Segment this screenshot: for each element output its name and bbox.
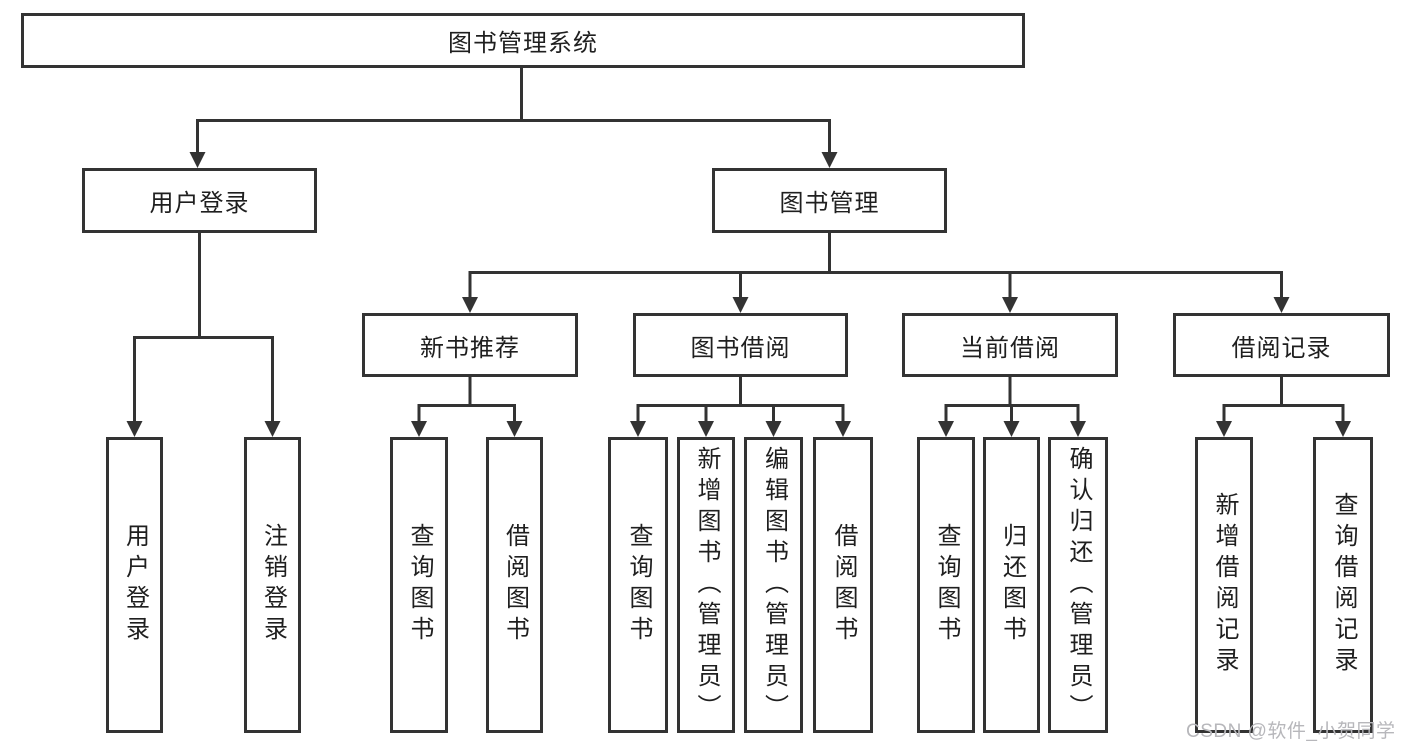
node-book-management: 图书管理 <box>712 168 947 233</box>
arrowhead-icon <box>698 421 714 437</box>
arrowhead-icon <box>1002 297 1018 313</box>
node-borrow-books-leaf: 借阅图书 <box>813 437 873 733</box>
csdn-watermark: CSDN @软件_小贺同学 <box>1186 721 1396 742</box>
arrowhead-icon <box>1216 421 1232 437</box>
arrowhead-icon <box>1070 421 1086 437</box>
arrowhead-icon <box>732 297 749 313</box>
node-edit-books-admin: 编辑图书（管理员） <box>744 437 803 733</box>
connector-book-management-to-level3 <box>462 232 1290 313</box>
connector-new-book-recommend-leaves <box>411 376 523 437</box>
connector-user-login-branch <box>126 232 281 437</box>
arrowhead-icon <box>1273 297 1290 313</box>
arrowhead-icon <box>264 421 281 437</box>
node-add-borrow-record: 新增借阅记录 <box>1195 437 1253 733</box>
node-library-management-system: 图书管理系统 <box>21 13 1025 68</box>
node-add-books-admin: 新增图书（管理员） <box>677 437 735 733</box>
node-user-login: 用户登录 <box>82 168 317 233</box>
node-return-books: 归还图书 <box>983 437 1040 733</box>
connector-borrowing-records-leaves <box>1216 376 1351 437</box>
node-user-login-leaf: 用户登录 <box>106 437 163 733</box>
arrowhead-icon <box>938 421 954 437</box>
arrowhead-icon <box>126 421 143 437</box>
node-logout-leaf: 注销登录 <box>244 437 301 733</box>
arrowhead-icon <box>835 421 851 437</box>
arrowhead-icon <box>1335 421 1351 437</box>
node-confirm-return-admin: 确认归还（管理员） <box>1048 437 1108 733</box>
connector-current-borrowing-leaves <box>938 376 1086 437</box>
node-query-books-borrowing: 查询图书 <box>608 437 668 733</box>
node-query-borrow-record: 查询借阅记录 <box>1313 437 1373 733</box>
node-borrow-books-recommend: 借阅图书 <box>486 437 543 733</box>
arrowhead-icon <box>765 421 782 437</box>
arrowhead-icon <box>630 421 646 437</box>
node-current-borrowing: 当前借阅 <box>902 313 1118 377</box>
arrowhead-icon <box>189 152 206 168</box>
arrowhead-icon <box>506 421 523 437</box>
node-query-books-recommend: 查询图书 <box>390 437 448 733</box>
connector-root-to-level2 <box>189 67 838 168</box>
node-new-book-recommend: 新书推荐 <box>362 313 578 377</box>
arrowhead-icon <box>411 421 427 437</box>
node-borrowing-records: 借阅记录 <box>1173 313 1390 377</box>
arrowhead-icon <box>1003 421 1020 437</box>
connector-book-borrowing-leaves <box>630 376 851 437</box>
node-query-books-current: 查询图书 <box>917 437 975 733</box>
arrowhead-icon <box>462 297 478 313</box>
arrowhead-icon <box>821 152 838 168</box>
node-book-borrowing: 图书借阅 <box>633 313 848 377</box>
